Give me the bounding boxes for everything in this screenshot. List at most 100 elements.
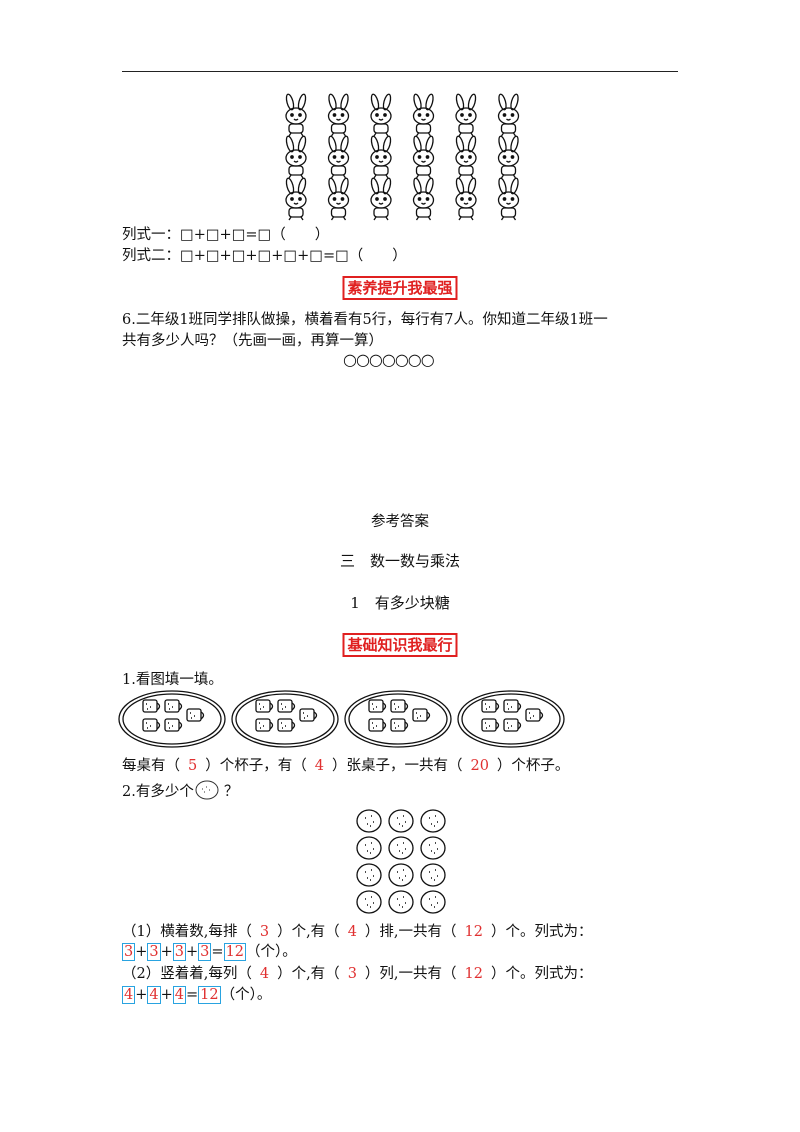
cup-icon [412,708,431,722]
cup-icon [368,718,387,732]
cup-icon [503,718,522,732]
cup-icon [142,699,161,713]
formula-number: 3 [172,943,187,961]
rabbit-grid [285,93,520,221]
plate-icon [118,690,226,748]
rabbit-icon [370,93,392,137]
answer-text: ）张桌子，一共有（ [331,758,463,774]
answer-text: ）排,一共有（ [364,924,457,940]
formula-number: 4 [172,986,187,1004]
answer-text: （2）竖着着,每列（ [122,966,252,982]
orange-icon [356,890,382,914]
rabbit-icon [327,135,350,179]
rabbit-icon [285,177,307,221]
question-2-formula-1: 3+3+3+3=12（个）。 [122,943,297,961]
answer-text: 每桌有（ [122,758,180,774]
cup-icon [277,699,296,713]
rabbit-icon [285,93,307,137]
plate-icon [344,690,452,748]
orange-icon [388,836,414,860]
rabbit-icon [370,135,392,179]
cup-icon [142,718,161,732]
cup-icon [255,699,274,713]
plate-icon [231,690,339,748]
orange-icon [388,863,414,887]
plate-icon [457,690,565,748]
cup-icon [503,699,522,713]
answer-text: ）个,有（ [277,966,340,982]
orange-icon [420,836,446,860]
answer-text: ）个杯子。 [496,758,570,774]
question-2-part-1: （1）横着数,每排（ 3 ）个,有（ 4 ）排,一共有（ 12 ）个。列式为： [122,922,592,942]
question-2-part-2: （2）竖着着,每列（ 4 ）个,有（ 3 ）列,一共有（ 12 ）个。列式为： [122,964,592,984]
formula-2: 列式二：□+□+□+□+□+□=□（ ） [122,248,407,264]
formula-unit: （个）。 [246,944,297,960]
answer-value: 4 [347,924,357,940]
chapter-title: 三 数一数与乘法 [339,552,460,570]
rabbit-icon [455,93,477,137]
answer-text: ）个。列式为： [490,924,593,940]
answer-text: ）列,一共有（ [364,966,457,982]
cup-icon [164,718,183,732]
section-label-basics: 基础知识我最行 [342,633,458,657]
cup-icon [481,718,500,732]
cup-icon [299,708,318,722]
rabbit-icon [327,177,350,221]
question-6-line-1: 6.二年级1班同学排队做操，横着看有5行，每行有7人。你知道二年级1班一 [122,312,608,328]
cup-icon [164,699,183,713]
orange-grid [356,809,446,914]
cup-icon [186,708,205,722]
cup-icon [368,699,387,713]
formula-number: 4 [122,986,136,1004]
orange-icon [388,890,414,914]
cup-icon [255,718,274,732]
cup-icon [525,708,544,722]
answer-value: 12 [464,966,483,982]
question-6-line-2: 共有多少人吗？（先画一画，再算一算） [122,333,383,349]
answers-title: 参考答案 [371,514,429,530]
formula-number: 12 [223,943,247,961]
prompt-text: 2.有多少个 [122,784,194,800]
rabbit-icon [285,135,307,179]
answer-value: 5 [188,758,198,774]
question-1-answer: 每桌有（5）个杯子，有（4）张桌子，一共有（20）个杯子。 [122,756,569,776]
answer-value: 20 [470,758,489,774]
formula-number: 4 [147,986,161,1004]
formula-unit: （个）。 [220,987,272,1003]
rabbit-icon [497,93,520,137]
orange-icon [420,809,446,833]
answer-text: ）个。列式为： [490,966,593,982]
formula-number: 3 [198,943,212,961]
orange-icon [420,863,446,887]
lesson-title: 1 有多少块糖 [350,594,450,612]
answer-value: 4 [259,966,270,982]
cup-icon [481,699,500,713]
question-2-formula-2: 4+4+4=12（个）。 [122,986,272,1004]
rabbit-icon [455,177,477,221]
orange-icon [388,809,414,833]
answer-value: 3 [347,966,357,982]
formula-number: 3 [122,943,136,961]
rabbit-icon [497,177,520,221]
answer-text: ）个,有（ [277,924,340,940]
formula-1: 列式一：□+□+□=□（ ） [122,227,330,243]
answer-value: 12 [464,924,483,940]
rabbit-icon [412,177,435,221]
rabbit-icon [327,93,350,137]
header-rule [122,71,678,72]
answer-text: （1）横着数,每排（ [122,924,252,940]
cup-icon [390,718,409,732]
question-2-prompt: 2.有多少个 ？ [122,780,238,802]
rabbit-icon [412,93,435,137]
plates-figure [118,690,565,748]
rabbit-icon [455,135,477,179]
answer-value: 3 [259,924,270,940]
rabbit-icon [497,135,520,179]
cup-icon [390,699,409,713]
orange-icon [195,780,219,800]
formula-number: 3 [147,943,161,961]
orange-icon [420,890,446,914]
prompt-text: ？ [223,784,239,800]
question-1-prompt: 1.看图填一填。 [122,672,223,688]
section-label-literacy: 素养提升我最强 [342,276,458,300]
